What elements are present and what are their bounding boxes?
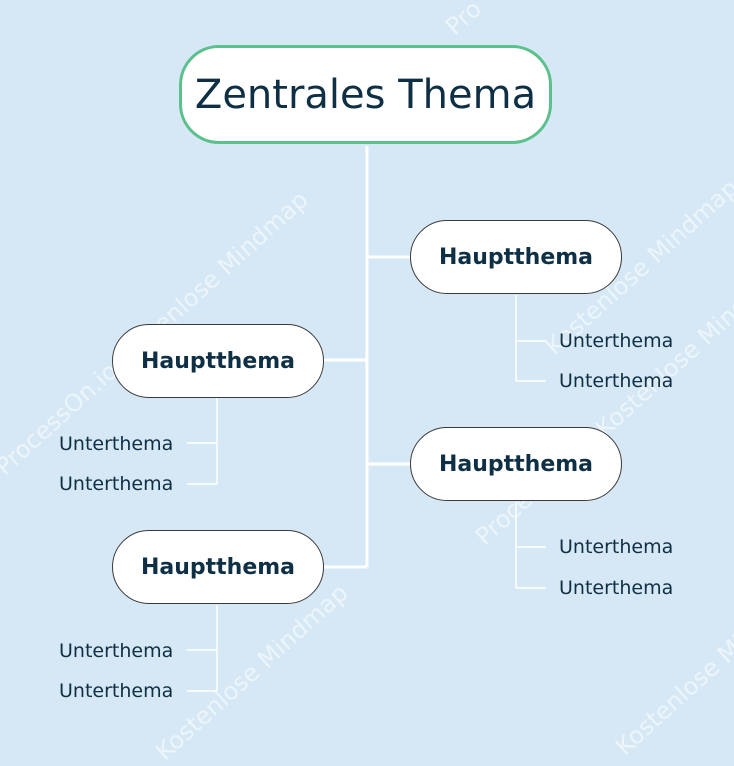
subtopic-label[interactable]: Unterthema xyxy=(559,370,674,392)
central-topic-node[interactable]: Zentrales Thema xyxy=(179,45,552,144)
main-topic-label: Hauptthema xyxy=(438,451,594,477)
subtopic-label[interactable]: Unterthema xyxy=(59,680,174,702)
subtopic-label[interactable]: Unterthema xyxy=(559,330,674,352)
subtopic-label[interactable]: Unterthema xyxy=(59,473,174,495)
main-topic-node[interactable]: Hauptthema xyxy=(112,530,324,604)
subtopic-label[interactable]: Unterthema xyxy=(59,640,174,662)
main-topic-node[interactable]: Hauptthema xyxy=(410,220,622,294)
subtopic-label[interactable]: Unterthema xyxy=(559,536,674,558)
main-topic-node[interactable]: Hauptthema xyxy=(112,324,324,398)
main-topic-node[interactable]: Hauptthema xyxy=(410,427,622,501)
main-topic-label: Hauptthema xyxy=(140,554,296,580)
main-topic-label: Hauptthema xyxy=(438,244,594,270)
subtopic-label[interactable]: Unterthema xyxy=(559,577,674,599)
main-topic-label: Hauptthema xyxy=(140,348,296,374)
subtopic-label[interactable]: Unterthema xyxy=(59,433,174,455)
central-topic-label: Zentrales Thema xyxy=(194,71,537,118)
